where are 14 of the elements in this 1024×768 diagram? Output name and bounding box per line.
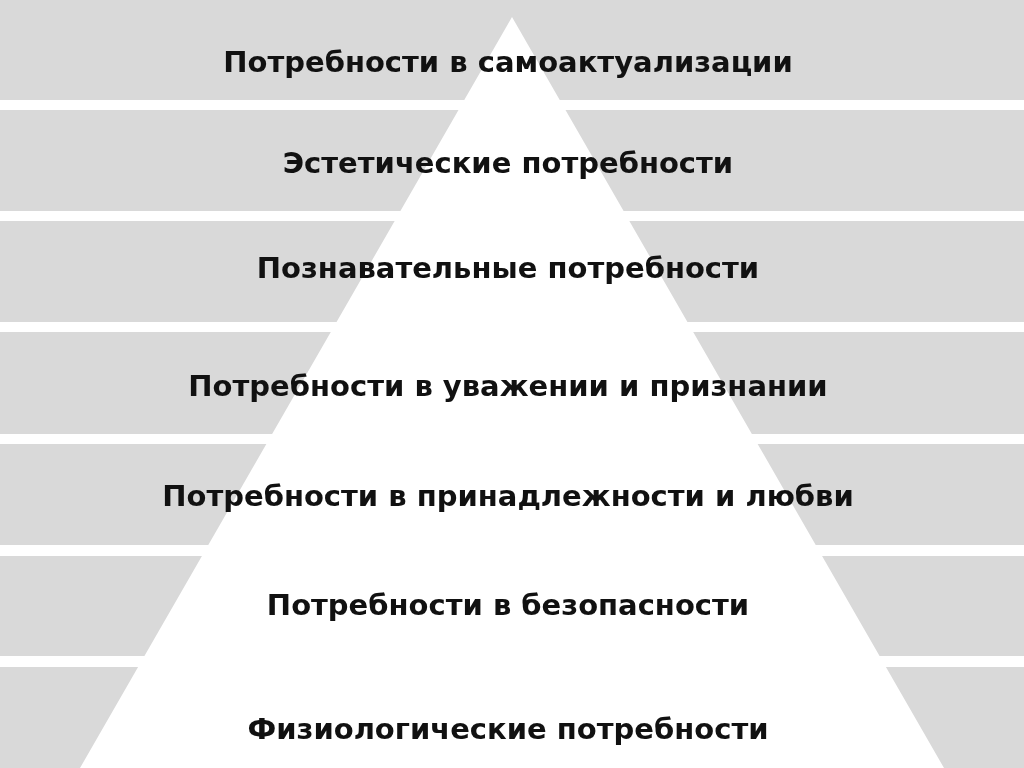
level-label: Потребности в уважении и признании: [188, 368, 828, 404]
level-label: Физиологические потребности: [247, 711, 769, 747]
level-band: [0, 110, 1024, 211]
level-band: [0, 0, 1024, 100]
level-label: Потребности в самоактуализации: [223, 44, 793, 80]
level-band: [0, 667, 1024, 768]
level-band: [0, 332, 1024, 434]
level-label: Эстетические потребности: [282, 145, 734, 181]
level-label: Потребности в безопасности: [266, 587, 750, 623]
level-band: [0, 444, 1024, 545]
level-band: [0, 221, 1024, 322]
level-band: [0, 556, 1024, 656]
level-label: Познавательные потребности: [256, 250, 760, 286]
level-label: Потребности в принадлежности и любви: [162, 478, 854, 514]
